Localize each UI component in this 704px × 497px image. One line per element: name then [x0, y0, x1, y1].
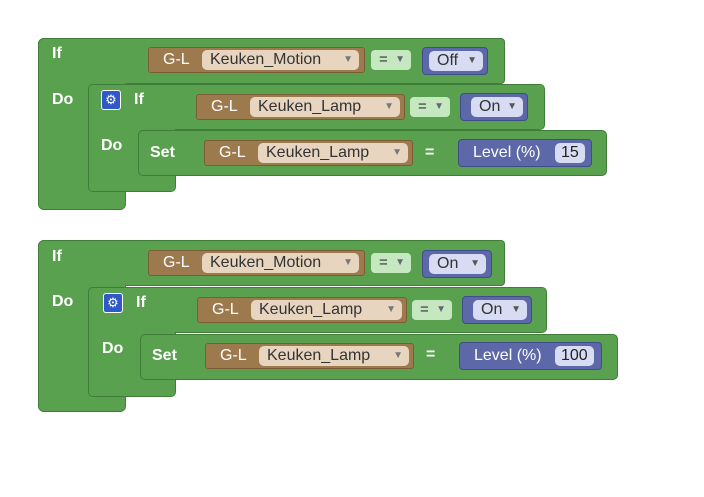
inner-if-label: If [134, 91, 144, 108]
device-dropdown[interactable]: Keuken_Motion ▼ [202, 50, 359, 70]
chevron-down-icon: ▼ [395, 257, 405, 268]
chevron-down-icon: ▼ [436, 304, 446, 315]
chevron-down-icon: ▼ [343, 54, 353, 65]
inner-if-left-rail[interactable] [88, 287, 176, 397]
device-prefix: G-L [163, 51, 190, 68]
gear-icon[interactable]: ⚙ [101, 90, 121, 110]
device-state-block[interactable]: G-L Keuken_Lamp ▼ [197, 297, 407, 323]
value-block[interactable]: Off ▼ [422, 47, 488, 75]
value-dropdown[interactable]: Off ▼ [429, 51, 483, 71]
device-state-block[interactable]: G-L Keuken_Lamp ▼ [196, 94, 405, 120]
inner-do-label: Do [101, 137, 123, 154]
set-label: Set [150, 144, 175, 161]
inner-do-label: Do [102, 340, 124, 357]
level-block[interactable]: Level (%) 15 [458, 139, 592, 167]
value-dropdown[interactable]: On ▼ [471, 97, 523, 117]
chevron-down-icon: ▼ [392, 147, 402, 158]
device-dropdown[interactable]: Keuken_Lamp ▼ [250, 97, 400, 117]
inner-if-top-bar[interactable] [88, 287, 547, 333]
device-state-block[interactable]: G-L Keuken_Motion ▼ [148, 47, 365, 73]
device-dropdown[interactable]: Keuken_Motion ▼ [202, 253, 359, 273]
device-dropdown[interactable]: Keuken_Lamp ▼ [259, 346, 409, 366]
level-block[interactable]: Level (%) 100 [459, 342, 602, 370]
chevron-down-icon: ▼ [386, 304, 396, 315]
operator-dropdown[interactable]: = ▼ [371, 50, 411, 70]
value-block[interactable]: On ▼ [460, 93, 528, 121]
do-label: Do [52, 91, 74, 108]
device-prefix: G-L [220, 347, 247, 364]
operator-dropdown[interactable]: = ▼ [412, 300, 452, 320]
level-value-field[interactable]: 15 [555, 143, 585, 163]
value-dropdown[interactable]: On ▼ [429, 254, 486, 274]
if-label: If [52, 248, 62, 265]
device-prefix: G-L [163, 254, 190, 271]
chevron-down-icon: ▼ [434, 101, 444, 112]
value-block[interactable]: On ▼ [422, 250, 492, 278]
inner-if-label: If [136, 294, 146, 311]
if-label: If [52, 45, 62, 62]
value-block[interactable]: On ▼ [462, 296, 532, 324]
if-block-1[interactable]: If Do G-L Keuken_Motion ▼ = ▼ Off ▼ ⚙ If… [0, 0, 704, 210]
chevron-down-icon: ▼ [470, 258, 480, 269]
level-value-field[interactable]: 100 [555, 346, 594, 366]
device-dropdown[interactable]: Keuken_Lamp ▼ [251, 300, 402, 320]
chevron-down-icon: ▼ [467, 55, 477, 66]
device-prefix: G-L [212, 301, 239, 318]
device-block[interactable]: G-L Keuken_Lamp ▼ [205, 343, 414, 369]
chevron-down-icon: ▼ [384, 101, 394, 112]
chevron-down-icon: ▼ [395, 54, 405, 65]
device-dropdown[interactable]: Keuken_Lamp ▼ [258, 143, 408, 163]
chevron-down-icon: ▼ [343, 257, 353, 268]
property-label: Level (%) [474, 347, 542, 364]
device-block[interactable]: G-L Keuken_Lamp ▼ [204, 140, 413, 166]
device-prefix: G-L [219, 144, 246, 161]
chevron-down-icon: ▼ [511, 304, 521, 315]
chevron-down-icon: ▼ [507, 101, 517, 112]
device-prefix: G-L [211, 98, 238, 115]
operator-dropdown[interactable]: = ▼ [371, 253, 411, 273]
outer-if-top-bar[interactable] [38, 240, 505, 286]
set-block[interactable]: Set [140, 334, 618, 380]
outer-if-left-rail[interactable] [38, 240, 126, 412]
property-label: Level (%) [473, 144, 541, 161]
operator-dropdown[interactable]: = ▼ [410, 97, 450, 117]
chevron-down-icon: ▼ [393, 350, 403, 361]
value-dropdown[interactable]: On ▼ [473, 300, 527, 320]
equals-label: = [426, 346, 436, 363]
gear-icon[interactable]: ⚙ [103, 293, 123, 313]
equals-label: = [425, 144, 435, 161]
device-state-block[interactable]: G-L Keuken_Motion ▼ [148, 250, 365, 276]
do-label: Do [52, 293, 74, 310]
set-label: Set [152, 347, 177, 364]
